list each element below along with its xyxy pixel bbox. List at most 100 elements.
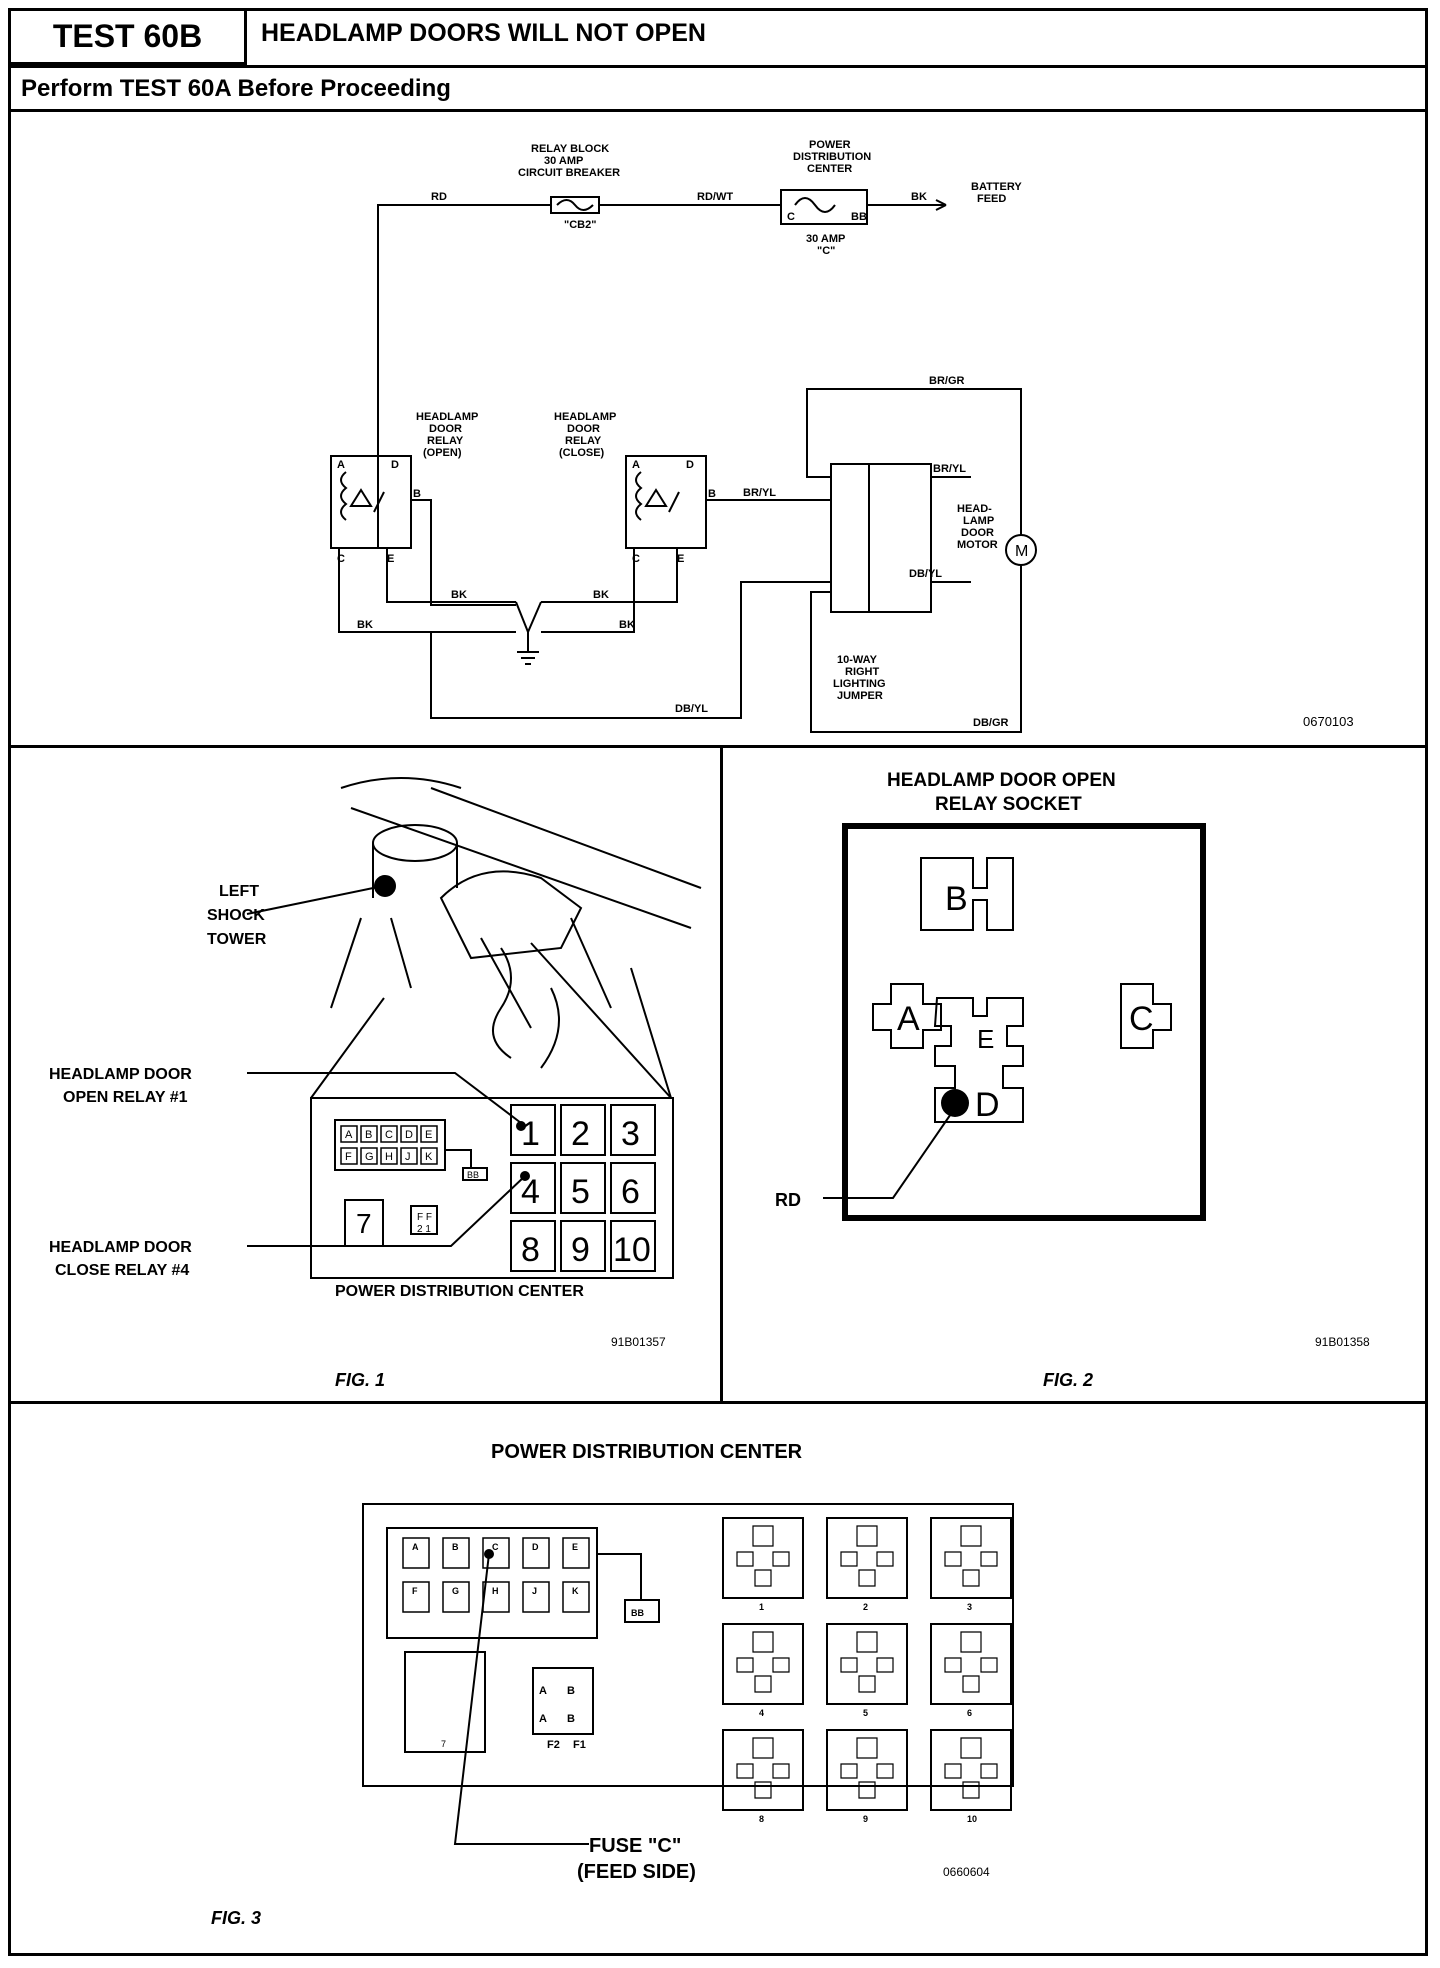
fig3-relay-7: 7 [441,1739,446,1749]
fig2-terminal-b: B [945,880,968,918]
fig1-relay-cell [610,1220,656,1272]
fig3-f-cell-4: B [567,1713,575,1725]
fig3-relay-terminals [736,1631,790,1693]
fig1-fuse-label: J [405,1151,411,1163]
fig3-relay-terminals [944,1525,998,1587]
jumper-label-2: RIGHT [845,666,880,678]
pdc-label-1: POWER [809,139,851,151]
fig3-fuse-label: G [452,1586,459,1596]
pdc-pin-c: C [787,211,795,223]
fig3-relay-number: 6 [967,1708,972,1718]
fig1-fuse-cell [420,1147,438,1165]
fig3-relay-cell [722,1623,804,1705]
jumper-label-4: JUMPER [837,690,883,702]
fig2-title-1: HEADLAMP DOOR OPEN [887,770,1116,791]
fig3-relay-cell [826,1623,908,1705]
fig1-pdc-caption: POWER DISTRIBUTION CENTER [335,1283,584,1300]
fig1-fuse-cell [420,1125,438,1143]
fig1-fuse-cell [360,1147,378,1165]
fig2-rd-terminal-dot [941,1089,969,1117]
fig1-relay-cell [560,1220,606,1272]
fig3-fuse-cell [522,1581,550,1613]
wire-bk-4: BK [619,619,635,631]
fig1-relay-number: 2 [571,1115,590,1153]
prerequisite-note: Perform TEST 60A Before Proceeding [21,75,451,102]
fig2-rd-label: RD [775,1190,801,1210]
fig3-relay-number: 9 [863,1814,868,1824]
fig1-open-relay-label-2: OPEN RELAY #1 [63,1089,188,1106]
open-relay-pin-c: C [337,553,345,565]
fig3-fuse-cell [562,1537,590,1569]
wire-dbyl-label: DB/YL [909,568,942,580]
fig1-fuse-label: H [385,1151,393,1163]
fig3-code: 0660604 [943,1865,990,1879]
fig3-fuse-label: B [452,1542,459,1552]
fig3-fuse-cell [522,1537,550,1569]
fig1-relay-number: 1 [521,1115,540,1153]
motor-label-1: HEAD- [957,503,992,515]
fig3-cb: BB [631,1608,644,1618]
header-divider [11,65,1425,68]
open-relay-pin-a: A [337,459,345,471]
fig3-relay-cell [930,1729,1012,1811]
fig-divider [720,745,723,1401]
fig3-relay-number: 5 [863,1708,868,1718]
fig2-title-2: RELAY SOCKET [935,794,1082,815]
fig1-relay-number: 10 [613,1231,651,1269]
fig1-relay-cell [560,1104,606,1156]
fig3-relay-terminals [736,1525,790,1587]
wire-dbyl-bottom-label: DB/YL [675,703,708,715]
fig3-f-cell-3: A [539,1713,547,1725]
fig1-caption: FIG. 1 [335,1370,385,1390]
fig3-relay-cell [722,1729,804,1811]
fig1-close-relay-label-2: CLOSE RELAY #4 [55,1262,189,1279]
fig3-fuse-label: H [492,1586,499,1596]
fig1-fuse-label: F [345,1151,352,1163]
motor-label-3: DOOR [961,527,994,539]
close-relay-label-1: HEADLAMP [554,411,616,423]
fig2-terminal-e: E [977,1024,994,1054]
fig3-title: POWER DISTRIBUTION CENTER [491,1441,803,1463]
fig3-fuse-label: A [412,1542,419,1552]
fig1-fuse-label: E [425,1129,432,1141]
fuse-c-label: "C" [817,245,835,257]
fig1-fuse-cell [340,1125,358,1143]
fig3-f-cell-1: A [539,1685,547,1697]
fig3-fuse-cell [442,1581,470,1613]
relay-block-label-1: RELAY BLOCK [531,143,609,155]
cb2-label: "CB2" [564,219,596,231]
fig1-tower-label: TOWER [207,931,267,948]
close-relay-pin-c: C [632,553,640,565]
fig1-left-label: LEFT [219,883,259,900]
fig3-relay-terminals [736,1737,790,1799]
fig3-f1: F1 [573,1739,586,1751]
wire-rd-label: RD [431,191,447,203]
fig3-fuse-cell [442,1537,470,1569]
close-relay-label-4: (CLOSE) [559,447,605,459]
fig1-relay-cell [510,1162,556,1214]
fig2-terminal-c: C [1129,1000,1154,1038]
wire-bryl-label: BR/YL [933,463,966,475]
fig1-relay-number: 6 [621,1173,640,1211]
fig1-fuse-label: D [405,1129,413,1141]
fig2-terminal-a: A [897,1000,920,1038]
fig1-relay-number: 8 [521,1231,540,1269]
close-relay-pin-d: D [686,459,694,471]
fig1-relay-number: 4 [521,1173,540,1211]
wire-rdwt-label: RD/WT [697,191,733,203]
fig3-relay-number: 1 [759,1602,764,1612]
relay-block-label-3: CIRCUIT BREAKER [518,167,620,179]
open-relay-pin-d: D [391,459,399,471]
diagnostic-page: TEST 60B HEADLAMP DOORS WILL NOT OPEN Pe… [8,8,1428,1956]
fig3-f-cell-2: B [567,1685,575,1697]
wire-bk-2: BK [593,589,609,601]
fig1-fuse-label: B [365,1129,372,1141]
fig3-relay-cell [826,1517,908,1599]
fig1-fuse-cell [380,1125,398,1143]
motor-label-2: LAMP [963,515,994,527]
fig3-feed-side-label: (FEED SIDE) [577,1861,696,1883]
schematic-code: 0670103 [1303,714,1354,729]
fig1-open-relay-label-1: HEADLAMP DOOR [49,1066,192,1083]
fig1-fuse-cell [400,1125,418,1143]
jumper-label-3: LIGHTING [833,678,886,690]
